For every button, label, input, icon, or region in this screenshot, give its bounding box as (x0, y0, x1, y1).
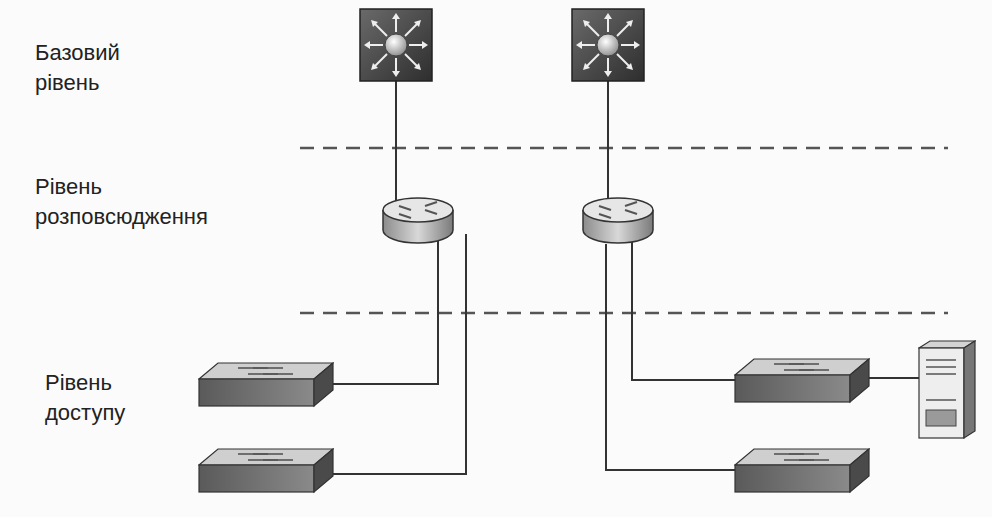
level-dividers (300, 148, 948, 313)
link-wire (395, 80, 397, 206)
links (330, 80, 920, 474)
core-switch-icon (360, 9, 432, 81)
divider-line (300, 312, 948, 315)
link-wire (330, 234, 466, 474)
link-wire (330, 240, 438, 384)
link-wire (607, 80, 609, 206)
core-switch-icon (572, 9, 644, 81)
link-wire (632, 240, 736, 380)
level-label: Базовий рівень (35, 38, 175, 98)
access-switch-icon (735, 359, 869, 402)
divider-line (300, 147, 948, 150)
level-label: Рівень розповсюдження (35, 172, 265, 232)
access-switch-icon (199, 363, 333, 406)
access-switch-icon (199, 449, 333, 492)
router-icon (583, 198, 653, 243)
link-wire (606, 244, 736, 470)
level-label: Рівень доступу (45, 368, 195, 428)
access-switch-icon (735, 449, 869, 492)
link-wire (868, 377, 920, 379)
server-icon (919, 341, 975, 438)
router-icon (383, 198, 453, 243)
